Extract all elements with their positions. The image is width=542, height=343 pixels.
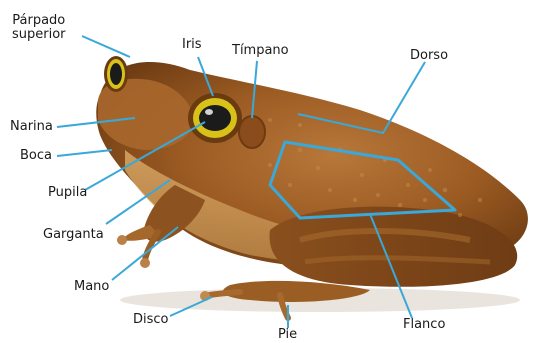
label-iris: Iris xyxy=(182,38,202,52)
frog-eye xyxy=(188,93,242,143)
label-timpano: Tímpano xyxy=(232,44,289,58)
leader-parpado xyxy=(82,36,130,57)
label-parpado-superior: Párpado superior xyxy=(12,14,66,42)
label-narina: Narina xyxy=(10,120,53,134)
frog-tympanum xyxy=(239,116,265,148)
frog-far-eye xyxy=(104,56,128,92)
label-dorso: Dorso xyxy=(410,49,448,63)
label-pie: Pie xyxy=(278,328,297,342)
label-flanco: Flanco xyxy=(403,318,445,332)
label-garganta: Garganta xyxy=(43,228,104,242)
label-disco: Disco xyxy=(133,313,169,327)
label-pupila: Pupila xyxy=(48,186,87,200)
leader-boca xyxy=(57,150,112,156)
label-boca: Boca xyxy=(20,149,52,163)
label-mano: Mano xyxy=(74,280,109,294)
